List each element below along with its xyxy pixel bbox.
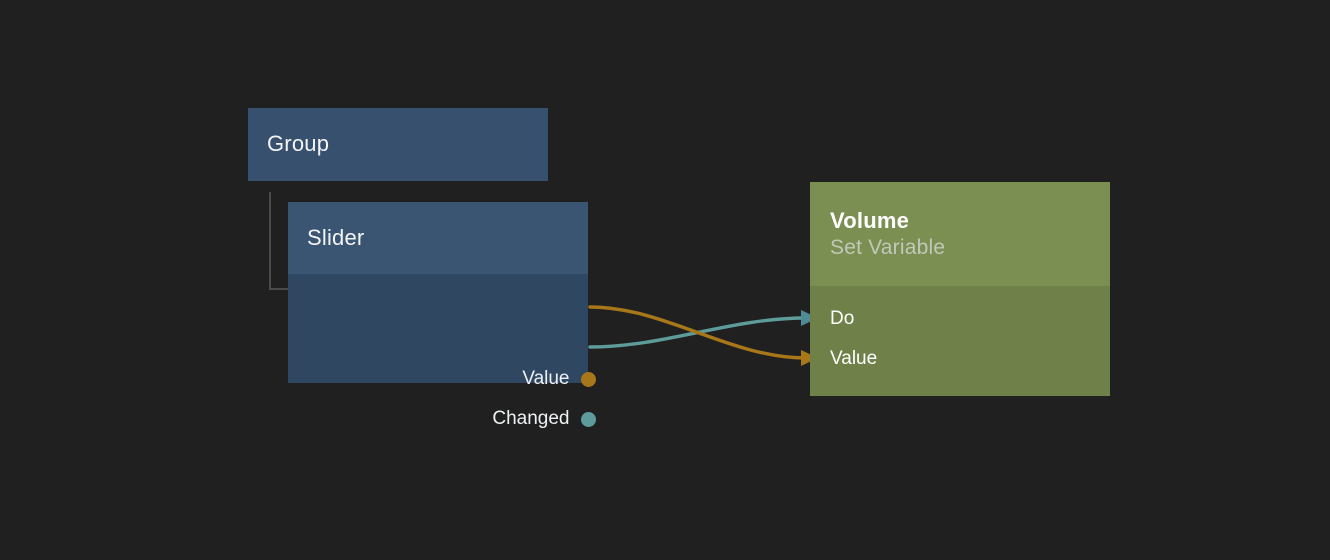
output-port-value[interactable]: Value: [522, 368, 596, 390]
input-port-do[interactable]: Do: [830, 308, 854, 330]
output-port-value-dot-icon[interactable]: [580, 371, 596, 387]
node-group-title: Group: [267, 131, 330, 157]
wire-changed-to-do: [588, 316, 808, 349]
node-volume-title: Volume: [830, 207, 910, 233]
input-port-value-label: Value: [830, 348, 878, 369]
output-port-changed[interactable]: Changed: [492, 408, 596, 430]
output-port-changed-label: Changed: [492, 408, 570, 429]
node-slider-title: Slider: [307, 224, 365, 250]
node-volume-subtitle: Set Variable: [830, 235, 946, 259]
node-slider-body: Value Changed: [288, 274, 596, 429]
node-group-header[interactable]: Group: [248, 108, 548, 181]
node-volume-body: Do Value: [810, 286, 1110, 396]
node-volume[interactable]: Volume Set Variable Do Value: [810, 182, 1110, 396]
output-port-value-label: Value: [522, 368, 570, 389]
input-port-value[interactable]: Value: [830, 348, 877, 370]
wire-value-to-value: [588, 305, 808, 360]
node-group[interactable]: Group: [248, 108, 548, 181]
node-volume-header[interactable]: Volume Set Variable: [810, 182, 1110, 286]
input-port-do-label: Do: [830, 308, 855, 329]
group-bracket-connector: [269, 192, 289, 290]
node-slider[interactable]: Slider Value Changed: [288, 202, 596, 429]
node-slider-header[interactable]: Slider: [288, 202, 588, 274]
output-port-changed-dot-icon[interactable]: [580, 411, 596, 427]
